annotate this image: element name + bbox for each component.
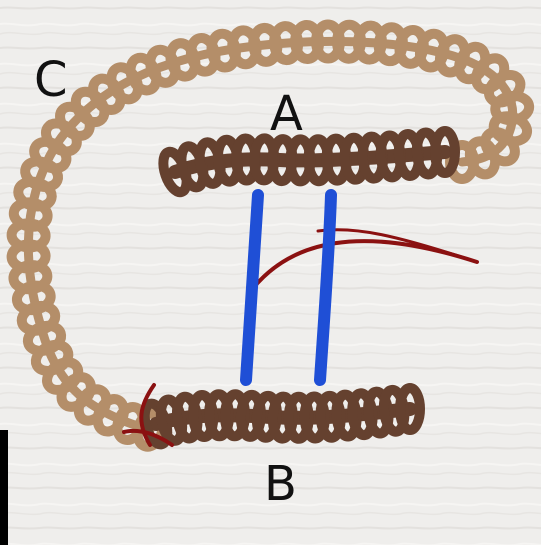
label-b: B [264,456,297,512]
label-c: C [34,52,68,108]
label-a: A [270,86,303,142]
chain-b [141,388,420,447]
black-edge-bar [0,430,8,545]
